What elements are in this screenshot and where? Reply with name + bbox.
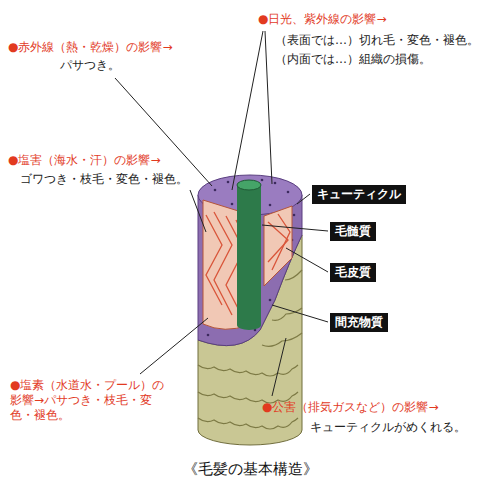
- part-label-box: 毛皮質: [330, 263, 376, 282]
- part-name: キューティクル: [317, 187, 401, 202]
- effect-text: キューティクルがめくれる。: [310, 420, 466, 435]
- part-label-box: 間充物質: [330, 313, 388, 332]
- leader-lines: [115, 31, 328, 396]
- effect-text: ゴワつき・枝毛・変色・褪色。: [20, 172, 188, 187]
- effect-heading: ●塩害（海水・汗）の影響→: [8, 153, 161, 168]
- cortex-cutaway: [264, 206, 292, 286]
- part-name: 毛髄質: [335, 224, 371, 239]
- effect-text: （内面では…）組織の損傷。: [275, 52, 431, 67]
- effect-heading: ●赤外線（熱・乾燥）の影響→: [8, 40, 173, 55]
- effect-text: （表面では…）切れ毛・変色・褪色。: [275, 33, 479, 48]
- medulla-rod: [237, 185, 261, 325]
- part-label-box: キューティクル: [312, 185, 406, 204]
- part-name: 毛皮質: [335, 265, 371, 280]
- effect-text: パサつき。: [60, 58, 120, 73]
- medulla-top: [237, 180, 261, 190]
- effect-heading: ●公害（排気ガスなど）の影響→: [262, 400, 439, 415]
- effect-note: ●塩素（水道水・プール）の影響→パサつき・枝毛・変色・褪色。: [10, 378, 170, 423]
- part-label-box: 毛髄質: [330, 222, 376, 241]
- effect-heading: ●日光、紫外線の影響→: [258, 12, 387, 27]
- part-name: 間充物質: [335, 315, 383, 330]
- medulla-rod: [237, 320, 261, 330]
- figure-caption: 《毛髪の基本構造》: [0, 460, 500, 478]
